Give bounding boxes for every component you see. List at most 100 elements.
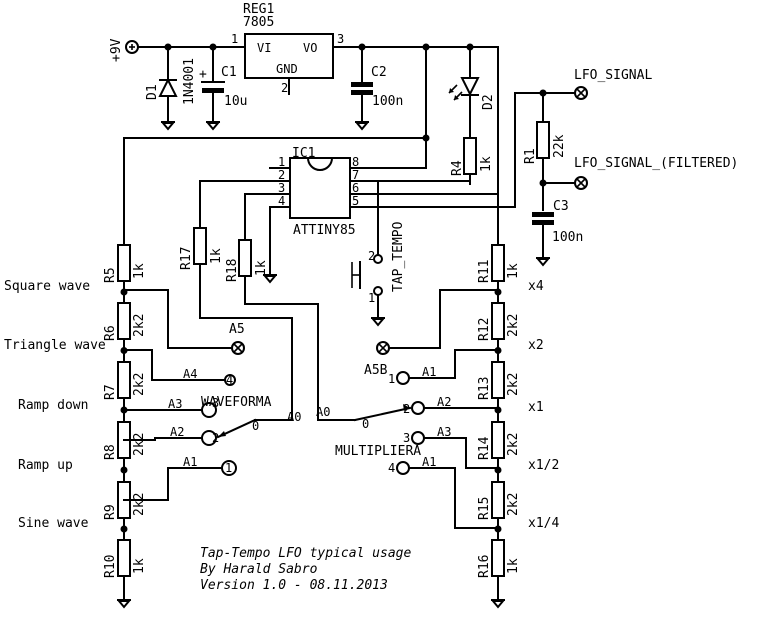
ic1-attiny85: IC1 ATTINY85 1 2 3 4 5 6 7 8 [199, 146, 516, 284]
multiplier-label-x4: x4 [528, 279, 544, 294]
left-resistor-name: R7 [103, 384, 118, 400]
r18-name: R18 [225, 259, 240, 282]
switch-b-tap4: A1 [422, 455, 436, 469]
left-resistor-value: 2k2 [132, 314, 147, 337]
lfo-output: LFO_SIGNAL R1 22k LFO_SIGNAL_(FILTERED) … [514, 68, 738, 267]
r17-name: R17 [179, 247, 194, 270]
right-resistor-r16: R16 1k [477, 539, 521, 578]
waveform-label-ramp-down: Ramp down [18, 398, 88, 413]
switch-a-num3: 2 [212, 431, 219, 445]
reg-type: 7805 [243, 15, 274, 30]
left-resistor-name: R6 [103, 325, 118, 341]
left-resistor-name: R9 [103, 504, 118, 520]
c1-value: 10u [224, 94, 247, 109]
switch-b-tap2: A2 [437, 395, 451, 409]
multiplier-label-x1-2: x1/2 [528, 458, 559, 473]
right-resistor-name: R16 [477, 555, 492, 578]
reg-vo: VO [303, 41, 317, 55]
switch-a-common: A0 [287, 410, 301, 424]
c2-name: C2 [371, 65, 387, 80]
switch-a-title: WAVEFORMA [201, 395, 272, 410]
note-line3: Version 1.0 - 08.11.2013 [200, 578, 388, 593]
waveform-labels: Square wave Triangle wave Ramp down Ramp… [4, 279, 106, 531]
junction-dot [120, 466, 128, 474]
switch-b-zero: 0 [362, 417, 369, 431]
c1-plus: + [199, 67, 207, 82]
tap-pin1: 1 [368, 291, 375, 305]
multiplier-label-x1: x1 [528, 400, 544, 415]
led-d2: D2 [448, 46, 496, 139]
supply-section: +9V D1 1N4001 + C1 10u [109, 2, 499, 246]
resistor-r1: R1 22k [523, 92, 567, 211]
tap-tempo-switch[interactable]: 2 1 TAP_TEMPO [351, 221, 406, 327]
multiplier-switch[interactable]: A5B A1 1 A2 2 A3 3 A1 4 A0 0 MULTIPLIERA [316, 289, 499, 529]
c1-name: C1 [221, 65, 237, 80]
resistor-r17: R17 1k [179, 227, 293, 421]
resistor-r4: R4 1k [450, 137, 494, 185]
switch-b-tap1: A1 [422, 365, 436, 379]
switch-a-tap3: A2 [170, 425, 184, 439]
left-resistor-r6: R6 2k2 [103, 302, 147, 341]
multiplier-label-x2: x2 [528, 338, 544, 353]
right-resistor-value: 2k2 [506, 373, 521, 396]
regulator-reg1: REG1 7805 VI VO GND 1 3 2 [231, 2, 346, 95]
ic1-pin6: 6 [352, 181, 359, 195]
right-resistor-value: 1k [506, 558, 521, 574]
left-resistor-value: 1k [132, 263, 147, 279]
left-resistor-name: R10 [103, 555, 118, 578]
ic1-pin8: 8 [352, 155, 359, 169]
switch-a-tap4: A1 [183, 455, 197, 469]
d1-name: D1 [145, 84, 160, 100]
switch-a-tap1: A4 [183, 367, 197, 381]
ic1-pin7: 7 [352, 168, 359, 182]
waveform-label-ramp-up: Ramp up [18, 458, 73, 473]
switch-b-num1: 1 [388, 372, 395, 386]
junction-dot [120, 525, 128, 533]
resistor-r18: R18 1k [225, 239, 319, 421]
right-resistor-r14: R14 2k2 [477, 421, 521, 460]
right-resistor-name: R15 [477, 497, 492, 520]
left-resistor-name: R5 [103, 267, 118, 283]
right-resistor-value: 2k2 [506, 433, 521, 456]
capacitor-c2: C2 100n [351, 46, 403, 131]
capacitor-c3: C3 100n [532, 199, 583, 267]
reg-pin2: 2 [281, 81, 288, 95]
right-resistor-name: R13 [477, 377, 492, 400]
ic1-pin4: 4 [278, 194, 285, 208]
r1-name: R1 [523, 148, 538, 164]
left-resistor-r5: R5 1k [103, 244, 147, 283]
right-resistor-name: R14 [477, 436, 492, 460]
waveform-switch[interactable]: A5 A4 4 A3 3 A2 2 A1 1 WAVEFORMA A0 0 [123, 289, 301, 501]
switch-a-num4: 1 [225, 461, 232, 475]
c2-value: 100n [372, 94, 403, 109]
ic1-type: ATTINY85 [293, 223, 356, 238]
ic1-name: IC1 [292, 146, 315, 161]
right-resistor-value: 2k2 [506, 493, 521, 516]
r4-name: R4 [450, 160, 465, 176]
lfo-filtered-label: LFO_SIGNAL_(FILTERED) [574, 156, 738, 171]
c3-value: 100n [552, 230, 583, 245]
switch-a-num2: 3 [212, 396, 219, 410]
right-resistor-r13: R13 2k2 [477, 361, 521, 400]
switch-b-num3: 3 [403, 431, 410, 445]
right-resistor-name: R11 [477, 260, 492, 283]
d2-name: D2 [481, 94, 496, 110]
switch-a-num1: 4 [226, 373, 233, 387]
tap-label: TAP_TEMPO [391, 221, 406, 292]
ic1-pin3: 3 [278, 181, 285, 195]
r4-value: 1k [479, 156, 494, 172]
switch-a-zero: 0 [252, 419, 259, 433]
waveform-label-triangle: Triangle wave [4, 338, 106, 353]
notes: Tap-Tempo LFO typical usage By Harald Sa… [200, 546, 411, 593]
right-resistor-value: 2k2 [506, 314, 521, 337]
capacitor-c1: + C1 10u [199, 46, 247, 131]
reg-name: REG1 [243, 2, 274, 17]
